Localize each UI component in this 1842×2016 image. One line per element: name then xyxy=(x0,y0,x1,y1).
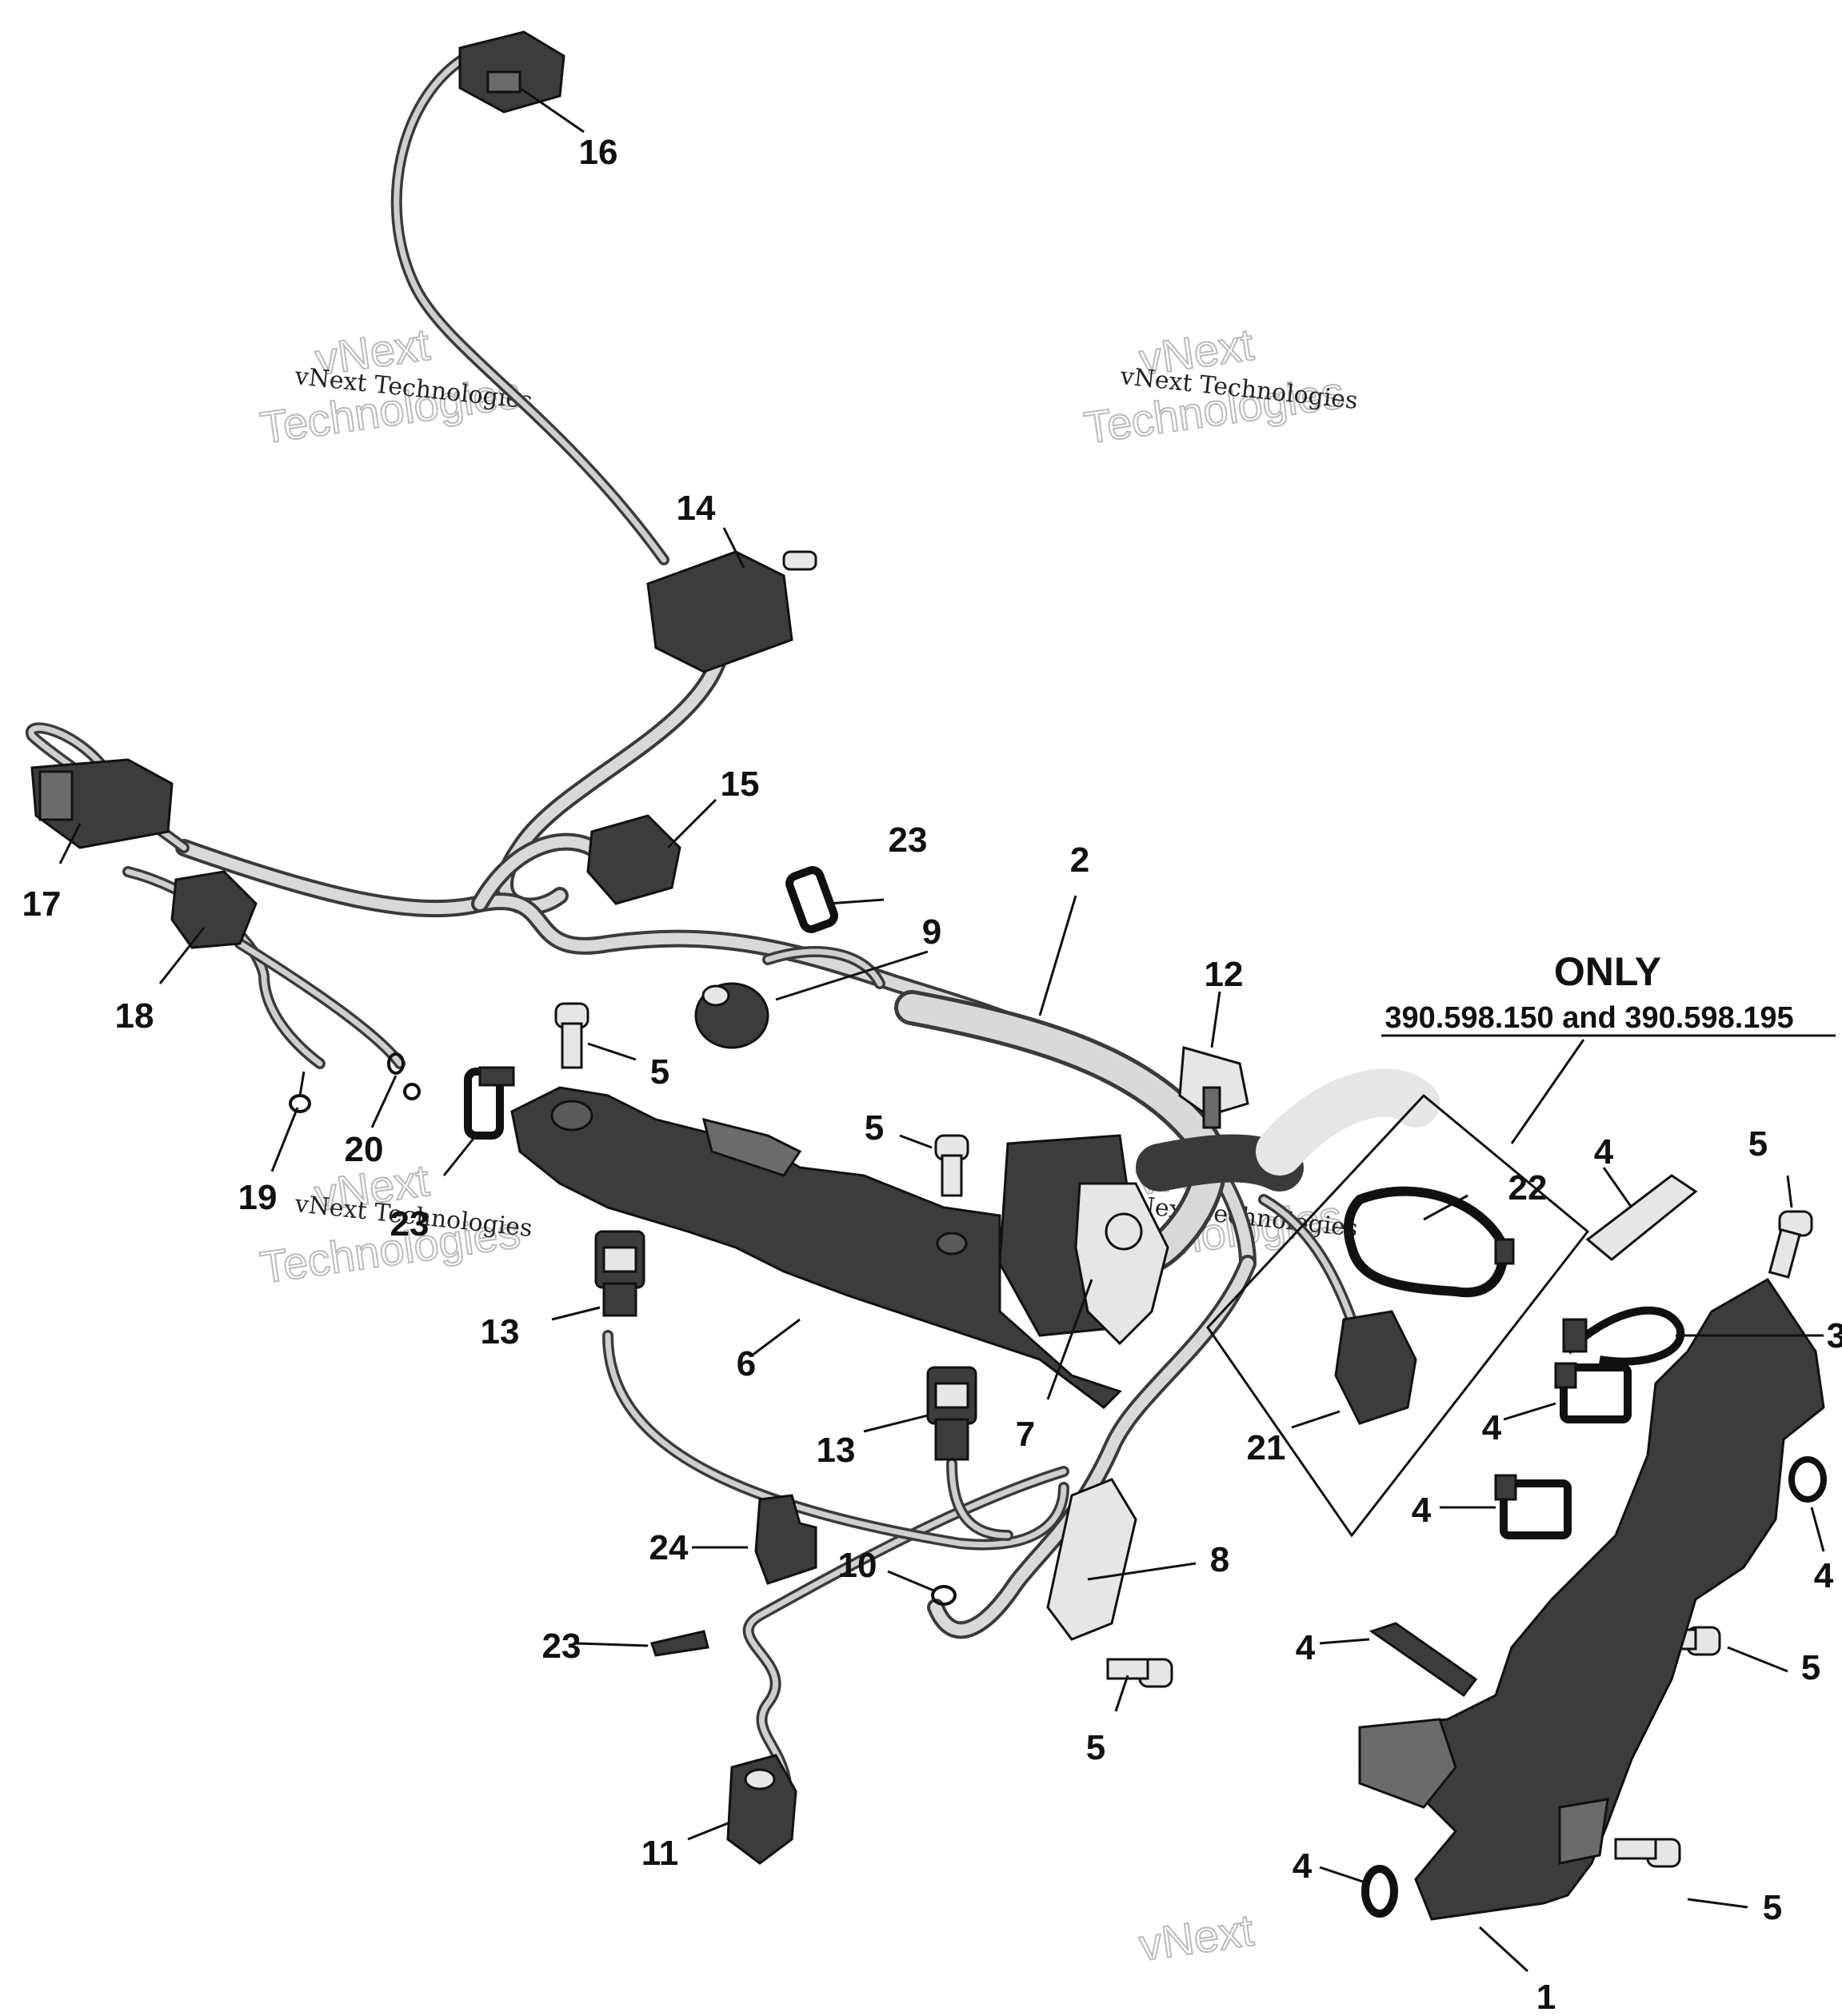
callout-22: 22 xyxy=(1508,1168,1548,1208)
clamp-3 xyxy=(1562,1306,1685,1366)
sensor-12 xyxy=(1178,1046,1249,1129)
variant-box-title: ONLY xyxy=(1554,949,1661,994)
callout-21: 21 xyxy=(1247,1428,1286,1467)
parts xyxy=(30,30,1827,1921)
clip-4-d xyxy=(1788,1456,1827,1503)
clip-4-f xyxy=(1361,1865,1398,1918)
variant-box-frame xyxy=(1206,1093,1590,1538)
callout-5-f: 5 xyxy=(1763,1888,1782,1927)
bolt-5-f xyxy=(1614,1838,1681,1868)
callout-5-a: 5 xyxy=(650,1052,669,1092)
variant-box-leader xyxy=(1510,1039,1585,1144)
callout-19: 19 xyxy=(238,1178,278,1217)
clip-4-tube xyxy=(1585,1174,1698,1261)
connector-8 xyxy=(1046,1478,1137,1641)
callout-4-b: 4 xyxy=(1482,1408,1502,1447)
callout-4-f: 4 xyxy=(1293,1846,1313,1886)
callout-16: 16 xyxy=(579,133,618,172)
callout-23-left: 23 xyxy=(390,1204,430,1244)
callout-23-bottom: 23 xyxy=(542,1627,581,1666)
connector-15 xyxy=(586,814,681,905)
connector-16 xyxy=(458,30,565,114)
connector-17 xyxy=(30,758,174,849)
connector-14 xyxy=(646,550,817,673)
callout-4-e: 4 xyxy=(1296,1628,1316,1667)
connector-18 xyxy=(170,870,258,949)
callout-4-d: 4 xyxy=(1814,1556,1834,1595)
connector-21 xyxy=(1334,1310,1417,1425)
harness-wires xyxy=(26,50,1365,1821)
clip-4-b xyxy=(1554,1362,1632,1423)
variant-box: ONLY 390.598.150 and 390.598.195 xyxy=(1206,949,1836,1538)
callout-4-c: 4 xyxy=(1412,1491,1432,1530)
clip-4-c xyxy=(1494,1474,1572,1539)
variant-box-subtitle: 390.598.150 and 390.598.195 xyxy=(1384,1001,1793,1035)
callout-6: 6 xyxy=(737,1344,756,1383)
callout-18: 18 xyxy=(115,996,154,1036)
ecm-7 xyxy=(998,1068,1440,1346)
callout-2: 2 xyxy=(1070,840,1089,880)
callout-numbers: 16 14 15 17 18 19 20 23 23 9 2 12 5 5 5 … xyxy=(22,133,1842,2016)
ring-terminal-20 xyxy=(387,1052,421,1100)
sensor-13-right xyxy=(926,1366,977,1461)
watermark-bottom: vNext vNext xyxy=(1135,1904,1257,1971)
clip-23-top xyxy=(785,866,838,933)
bracket-1 xyxy=(1358,1278,1825,1921)
bolt-5-b xyxy=(934,1134,969,1197)
sensor-13-left xyxy=(594,1230,645,1317)
ring-terminal-19 xyxy=(289,1071,311,1113)
callout-24: 24 xyxy=(649,1528,689,1567)
callout-leaders xyxy=(58,86,1825,1973)
bolt-5-a xyxy=(554,1002,589,1069)
callout-15: 15 xyxy=(721,764,760,804)
callout-7: 7 xyxy=(1016,1415,1035,1454)
callout-14: 14 xyxy=(677,489,716,528)
callout-3: 3 xyxy=(1827,1316,1842,1355)
callout-5-c: 5 xyxy=(1748,1124,1768,1164)
callout-13-right: 13 xyxy=(817,1431,856,1470)
tie-23-bottom xyxy=(650,1630,709,1657)
bolt-5-c xyxy=(1768,1210,1813,1279)
callout-5-b: 5 xyxy=(865,1108,884,1148)
tie-4-e xyxy=(1369,1622,1478,1698)
clip-24 xyxy=(754,1494,817,1585)
callout-5-e: 5 xyxy=(1086,1728,1105,1767)
callout-17: 17 xyxy=(22,884,62,924)
callout-4-a: 4 xyxy=(1594,1132,1614,1172)
callout-11: 11 xyxy=(641,1834,679,1873)
callout-10: 10 xyxy=(838,1546,877,1585)
clamp-22 xyxy=(1343,1186,1515,1298)
callout-13-left: 13 xyxy=(481,1312,520,1351)
knock-sensor-9 xyxy=(694,982,769,1049)
callout-5-d: 5 xyxy=(1801,1648,1820,1687)
bracket-6 xyxy=(510,1086,1122,1409)
callout-8: 8 xyxy=(1210,1540,1229,1579)
watermark-big-10: vNext xyxy=(1136,1905,1257,1970)
callout-9: 9 xyxy=(922,912,941,952)
sensor-11 xyxy=(726,1754,797,1865)
callout-20: 20 xyxy=(345,1130,384,1169)
callout-12: 12 xyxy=(1205,955,1244,994)
clip-23-left xyxy=(464,1066,515,1140)
callout-1: 1 xyxy=(1536,1978,1556,2016)
bolt-5-d xyxy=(1106,1658,1173,1688)
callout-23-top: 23 xyxy=(889,820,928,860)
